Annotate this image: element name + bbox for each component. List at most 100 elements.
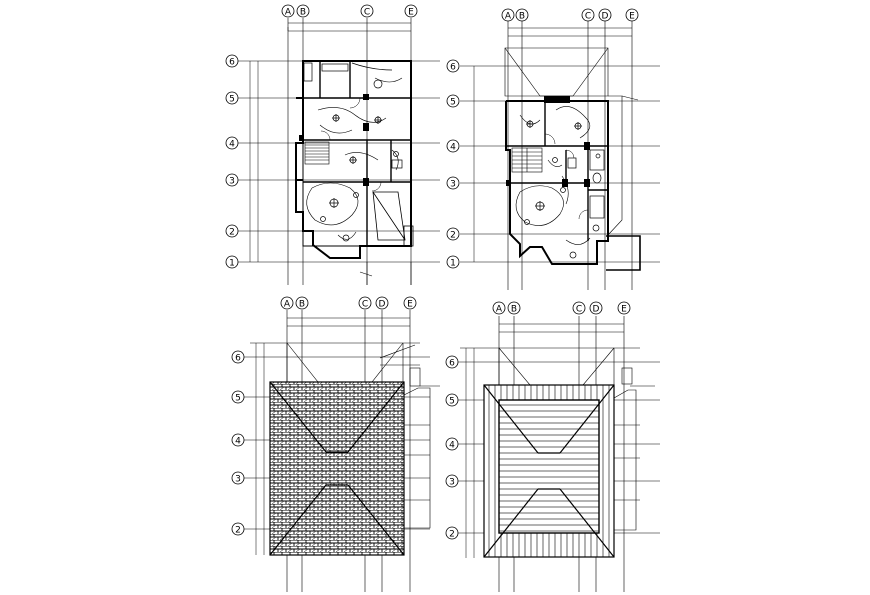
panel-roof-tile-plan xyxy=(244,310,440,592)
grid-bubble-row-6-label: 6 xyxy=(235,354,241,364)
grid-bubble-col-e-label: E xyxy=(629,12,635,22)
grid-bubble-row-4-circle xyxy=(231,433,245,447)
grid-bubble-row-6-label: 6 xyxy=(229,58,235,68)
grid-bubble-row-6: 6 xyxy=(446,59,460,73)
grid-bubble-col-c: C xyxy=(358,296,372,310)
roof-overhang-outline xyxy=(504,47,639,236)
grid-bubble-col-a-circle xyxy=(501,8,515,22)
grid-bubble-row-4-label: 4 xyxy=(235,437,241,447)
grid-bubble-col-d-label: D xyxy=(593,305,600,315)
grid-bubble-col-d-label: D xyxy=(602,12,609,22)
grid-bubble-col-d-label: D xyxy=(379,300,386,310)
grid-bubble-row-2-label: 2 xyxy=(235,526,241,536)
grid-bubble-row-2: 2 xyxy=(446,227,460,241)
grid-bubble-col-b-label: B xyxy=(300,8,306,18)
grid-bubble-row-2-label: 2 xyxy=(450,231,456,241)
grid-bubble-col-a-label: A xyxy=(284,300,291,310)
grid-bubble-col-a: A xyxy=(280,296,294,310)
grid-bubble-row-5-label: 5 xyxy=(450,98,456,108)
interior-walls xyxy=(506,101,608,241)
grid-bubble-row-3-label: 3 xyxy=(235,475,241,485)
grid-bubble-row-5-circle xyxy=(445,393,459,407)
balcony xyxy=(606,235,641,271)
grid-bubble-row-2: 2 xyxy=(225,224,239,238)
grid-bubble-row-2-circle xyxy=(231,522,245,536)
grid-bubble-col-b: B xyxy=(295,296,309,310)
grid-bubble-row-4-label: 4 xyxy=(450,143,456,153)
panel-ground-floor-electrical xyxy=(238,18,440,285)
grid-bubble-col-a-label: A xyxy=(496,305,503,315)
grid-bubble-col-e: E xyxy=(625,8,639,22)
grid-bubble-col-a-label: A xyxy=(505,12,512,22)
grid-bubble-row-2-circle xyxy=(445,526,459,540)
grid-bubble-col-c-label: C xyxy=(364,8,370,18)
grid-bubble-row-2-circle xyxy=(446,227,460,241)
grid-bubble-col-e-circle xyxy=(403,296,417,310)
grid-bubble-row-4: 4 xyxy=(231,433,245,447)
wall-outline xyxy=(505,96,609,265)
grid-bubble-col-e-label: E xyxy=(407,300,413,310)
grid-bubble-col-b: B xyxy=(296,4,310,18)
grid-bubble-col-e-label: E xyxy=(408,8,414,18)
door-swings xyxy=(320,97,382,192)
grid-bubble-row-2-circle xyxy=(225,224,239,238)
grid-bubble-row-3: 3 xyxy=(231,471,245,485)
grid-bubble-col-b-label: B xyxy=(299,300,305,310)
grid-bubble-row-5-label: 5 xyxy=(449,397,455,407)
grid-bubble-col-e: E xyxy=(404,4,418,18)
grid-bubble-col-c-label: C xyxy=(362,300,368,310)
grid-bubble-col-c-circle xyxy=(572,301,586,315)
dimension-lines xyxy=(473,27,632,262)
grid-bubble-col-d-circle xyxy=(375,296,389,310)
grid-bubble-row-3: 3 xyxy=(225,173,239,187)
staircase xyxy=(304,141,330,165)
grid-bubble-row-5-label: 5 xyxy=(229,95,235,105)
side-roof-annex xyxy=(613,389,640,531)
grid-bubble-row-5-circle xyxy=(446,94,460,108)
grid-bubble-row-6-circle xyxy=(231,350,245,364)
grid-bubble-row-6: 6 xyxy=(445,355,459,369)
roof-hip-lines xyxy=(483,384,615,558)
grid-bubble-row-6-label: 6 xyxy=(450,63,456,73)
grid-bubble-row-2: 2 xyxy=(231,522,245,536)
grid-bubble-row-6: 6 xyxy=(225,54,239,68)
grid-bubble-col-c-label: C xyxy=(585,12,591,22)
grid-bubble-col-a-circle xyxy=(281,4,295,18)
grid-bubble-row-5: 5 xyxy=(445,393,459,407)
grid-bubble-col-a-circle xyxy=(280,296,294,310)
grid-bubble-row-5: 5 xyxy=(231,390,245,404)
grid-bubble-row-3-circle xyxy=(225,173,239,187)
grid-bubble-row-3-label: 3 xyxy=(449,478,455,488)
grid-bubble-row-6-circle xyxy=(446,59,460,73)
structural-columns xyxy=(506,142,590,187)
grid-bubble-col-c-label: C xyxy=(576,305,582,315)
grid-bubble-row-4-label: 4 xyxy=(449,441,455,451)
grid-bubble-row-5: 5 xyxy=(225,91,239,105)
grid-bubble-row-4-circle xyxy=(225,136,239,150)
electrical-wiring xyxy=(306,77,403,240)
interior-walls xyxy=(303,61,411,246)
grid-bubble-row-2: 2 xyxy=(445,526,459,540)
grid-bubble-col-c: C xyxy=(360,4,374,18)
grid-bubble-col-d: D xyxy=(375,296,389,310)
grid-bubble-row-4-circle xyxy=(445,437,459,451)
grid-bubble-col-c-circle xyxy=(581,8,595,22)
grid-bubble-row-4: 4 xyxy=(446,139,460,153)
panel-roof-framing-plan xyxy=(456,316,660,592)
grid-bubble-row-2-label: 2 xyxy=(449,530,455,540)
grid-lines-horizontal xyxy=(460,65,660,263)
grid-bubble-row-6: 6 xyxy=(231,350,245,364)
electrical-wiring xyxy=(515,106,591,245)
grid-bubble-row-1: 1 xyxy=(225,255,239,269)
grid-bubble-row-5: 5 xyxy=(446,94,460,108)
grid-bubble-row-2-label: 2 xyxy=(229,228,235,238)
dimension-lines xyxy=(249,22,411,262)
grid-bubble-row-1: 1 xyxy=(446,255,460,269)
batten-core xyxy=(498,399,600,534)
grid-bubble-col-e-circle xyxy=(404,4,418,18)
grid-bubble-col-a: A xyxy=(281,4,295,18)
grid-bubble-row-3: 3 xyxy=(446,176,460,190)
grid-bubble-col-d-circle xyxy=(598,8,612,22)
grid-lines-vertical xyxy=(287,18,412,285)
